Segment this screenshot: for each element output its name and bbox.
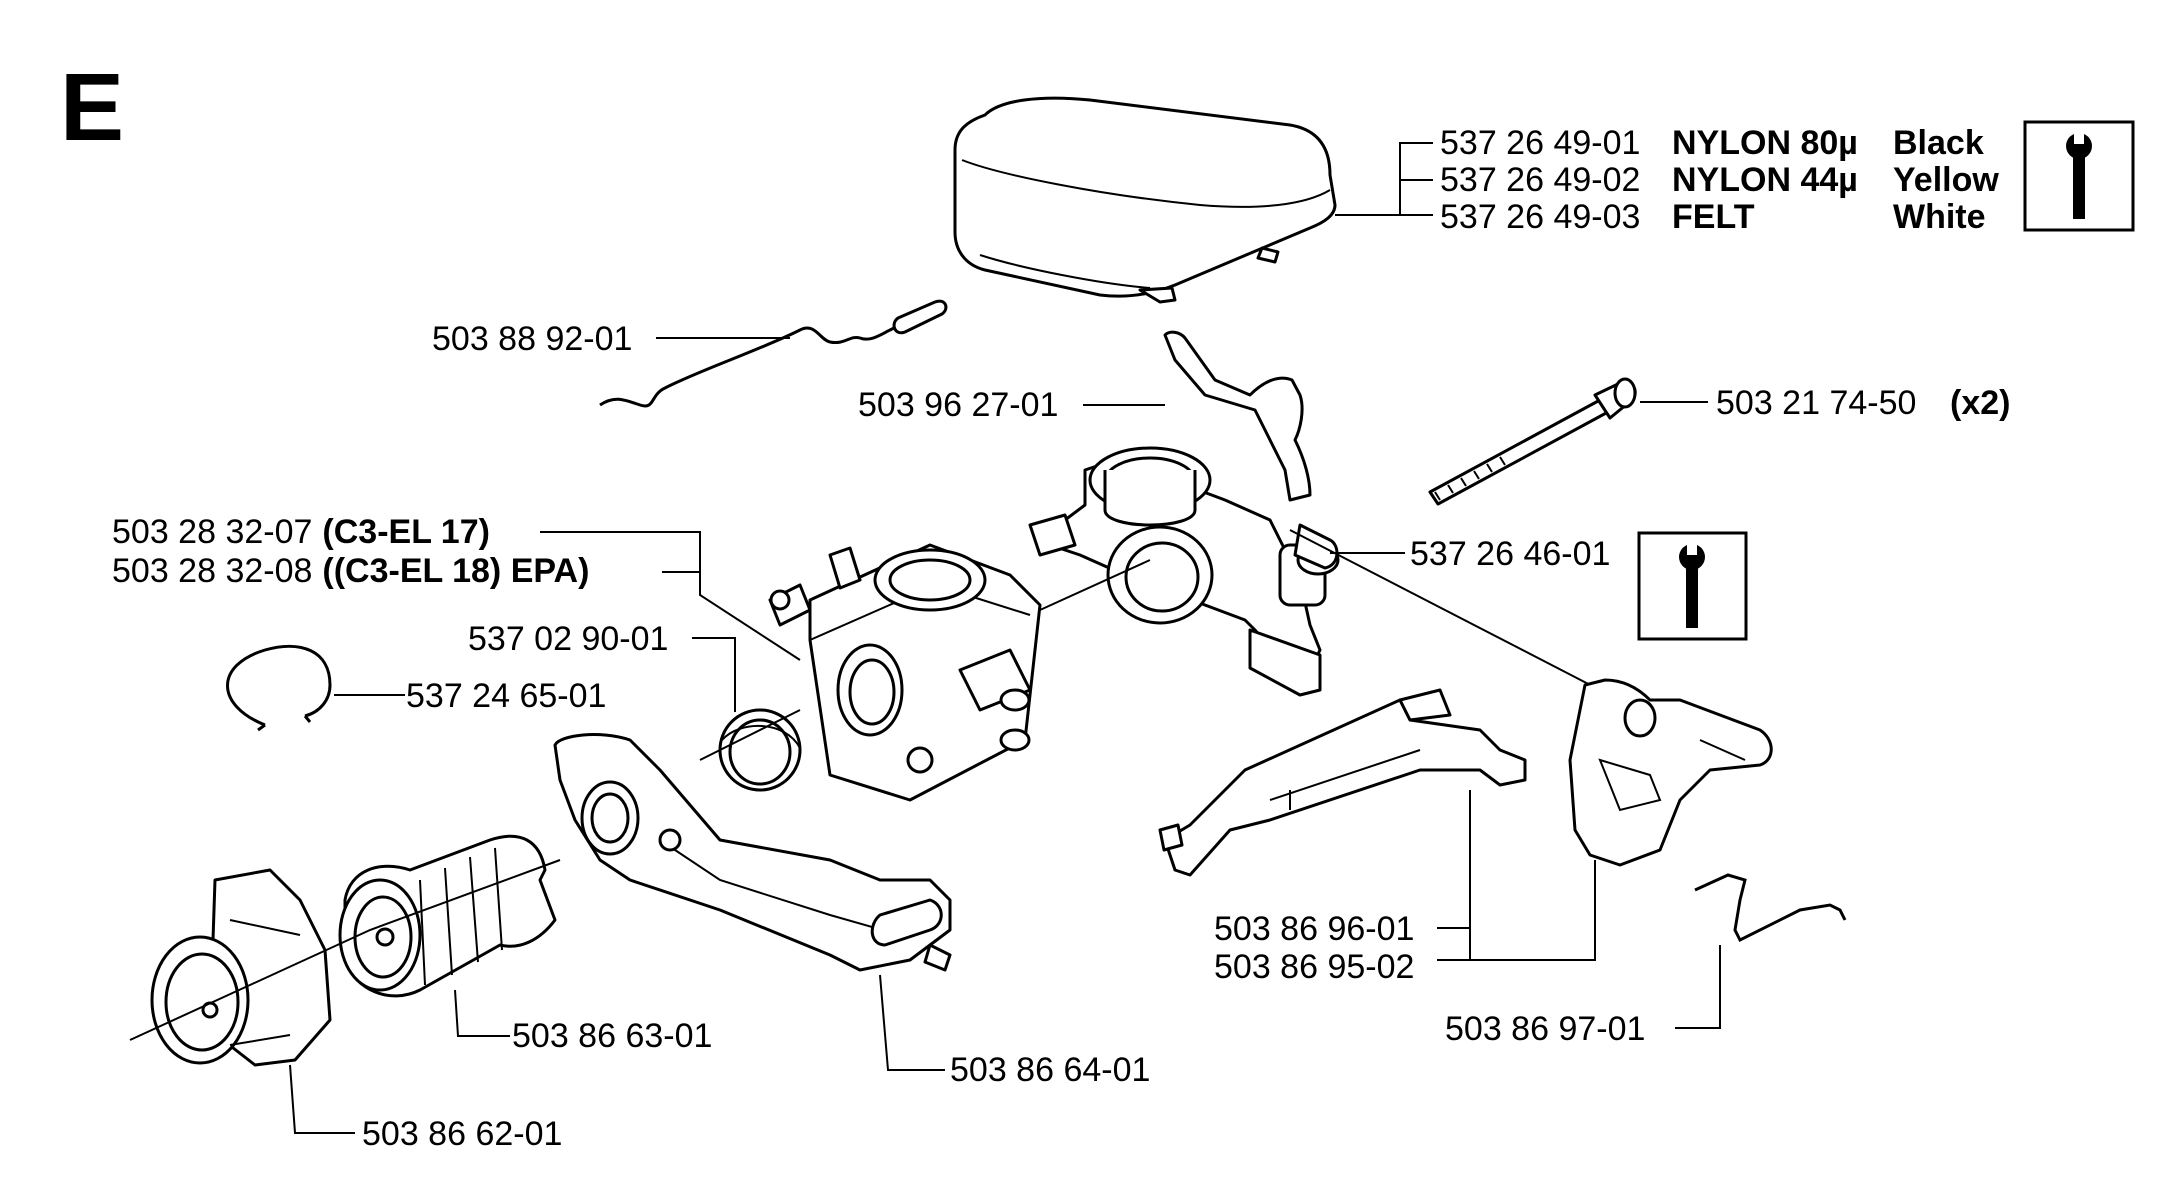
assembly-axis-line [129, 529, 1601, 1041]
label-rod: 503 88 92-01 [432, 320, 632, 358]
leader-spring [1675, 945, 1721, 1029]
label-holder: 503 96 27-01 [858, 386, 1058, 424]
section-letter: E [60, 54, 124, 161]
svg-text:537 26 49-02: 537 26 49-02 [1440, 161, 1640, 199]
svg-text:537 26 49-03: 537 26 49-03 [1440, 198, 1640, 236]
label-flange: 503 86 62-01 [362, 1115, 562, 1153]
filter-label-3: 537 26 49-03 FELT White [1440, 198, 1986, 236]
svg-text:Black: Black [1893, 124, 1984, 162]
svg-text:NYLON 80µ: NYLON 80µ [1672, 124, 1858, 162]
long-screw-part [1428, 377, 1637, 506]
intake-ring-part [718, 708, 802, 792]
leader-trigger [1437, 860, 1596, 961]
intake-boot-part [338, 834, 557, 998]
label-ring: 537 02 90-01 [468, 620, 668, 658]
choke-rod-part [599, 299, 948, 408]
adapter-pin-part [1293, 523, 1339, 570]
leader-intake [454, 989, 510, 1037]
label-adapter: 537 26 46-01 [1410, 535, 1610, 573]
svg-text:503 21 74-50: 503 21 74-50 [1716, 384, 1916, 422]
throttle-lever-part [1158, 688, 1527, 877]
intake-bracket-part [553, 733, 952, 972]
holder-part [1028, 330, 1340, 697]
leader-carb [540, 531, 801, 661]
leader-lever [1437, 790, 1471, 960]
svg-text:FELT: FELT [1672, 198, 1755, 236]
label-spring: 503 86 97-01 [1445, 1010, 1645, 1048]
label-intake: 503 86 63-01 [512, 1017, 712, 1055]
label-bracket: 503 86 64-01 [950, 1051, 1150, 1089]
label-circlip: 537 24 65-01 [406, 677, 606, 715]
svg-text:NYLON 44µ: NYLON 44µ [1672, 161, 1858, 199]
leader-flange [289, 1064, 355, 1134]
wrench-tool-icon [2023, 120, 2135, 232]
leader-ring [692, 637, 736, 712]
svg-text:White: White [1893, 198, 1986, 236]
leader-filter [1335, 142, 1433, 216]
filter-label-2: 537 26 49-02 NYLON 44µ Yellow [1440, 161, 1999, 199]
label-screw: 503 21 74-50 (x2) [1716, 384, 2010, 422]
trigger-cover-part [1568, 678, 1773, 867]
flange-part [150, 868, 332, 1067]
label-lever-2: 503 86 95-02 [1214, 948, 1414, 986]
leader-bracket [879, 974, 945, 1071]
svg-text:537 26 49-01: 537 26 49-01 [1440, 124, 1640, 162]
carburetor-part [768, 543, 1042, 802]
label-carb-2: 503 28 32-08((C3-EL 18) EPA) [112, 552, 589, 590]
label-carb-1: 503 28 32-07(C3-EL 17) [112, 513, 490, 551]
label-lever-1: 503 86 96-01 [1214, 910, 1414, 948]
wrench-tool-icon [1637, 531, 1748, 641]
circlip-part [226, 644, 332, 732]
filter-label-1: 537 26 49-01 NYLON 80µ Black [1440, 124, 1984, 162]
svg-text:(x2): (x2) [1950, 384, 2010, 422]
spring-part [1694, 873, 1847, 943]
air-filter-part [953, 96, 1337, 304]
svg-text:Yellow: Yellow [1893, 161, 1999, 199]
